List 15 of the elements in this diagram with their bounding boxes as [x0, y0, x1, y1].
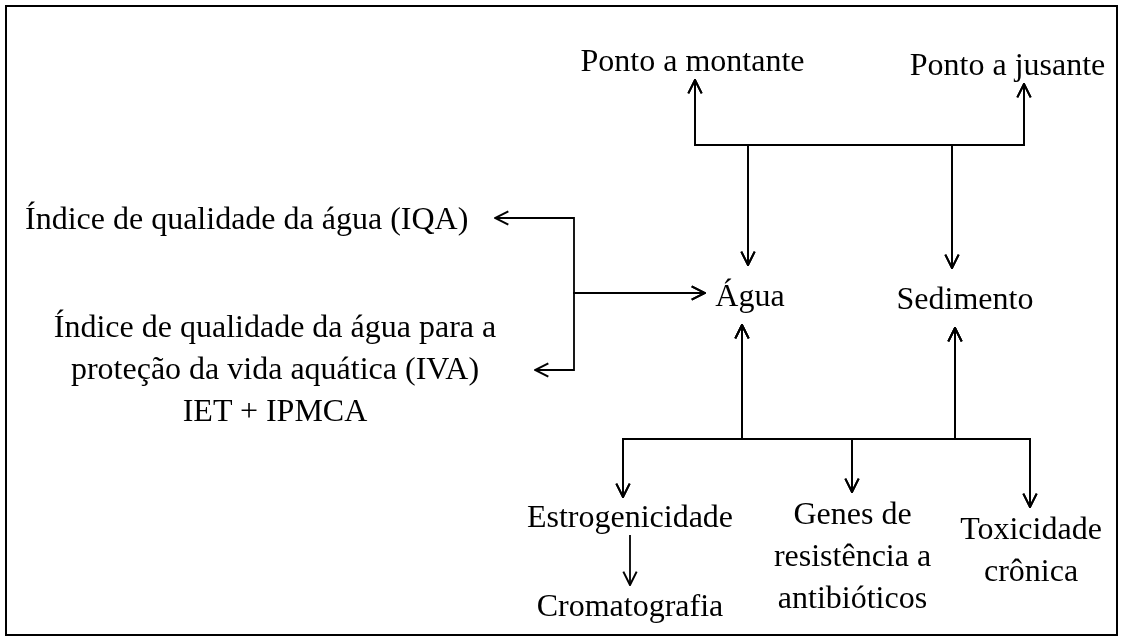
node-label: Índice de qualidade da água (IQA)	[25, 198, 495, 238]
node-label: Toxicidade crônica	[950, 507, 1112, 591]
connector-arrow	[944, 83, 1032, 269]
node-label: Estrogenicidade	[520, 497, 740, 535]
connector-arrow	[947, 327, 1038, 508]
node-label: Índice de qualidade da água para a proteção da vida aquática (IVA)	[52, 307, 498, 388]
node-label: Ponto a jusante	[905, 44, 1110, 84]
connector-arrow	[622, 534, 638, 586]
connector-arrow	[534, 285, 706, 378]
node-label: Genes de resistência a antibióticos	[765, 492, 940, 618]
node-label: Ponto a montante	[575, 40, 810, 80]
node-label: Cromatografia	[530, 585, 730, 625]
node-label: Sedimento	[885, 268, 1045, 328]
node-label: IET + IPMCA	[181, 391, 369, 430]
node-label: Água	[705, 265, 795, 325]
